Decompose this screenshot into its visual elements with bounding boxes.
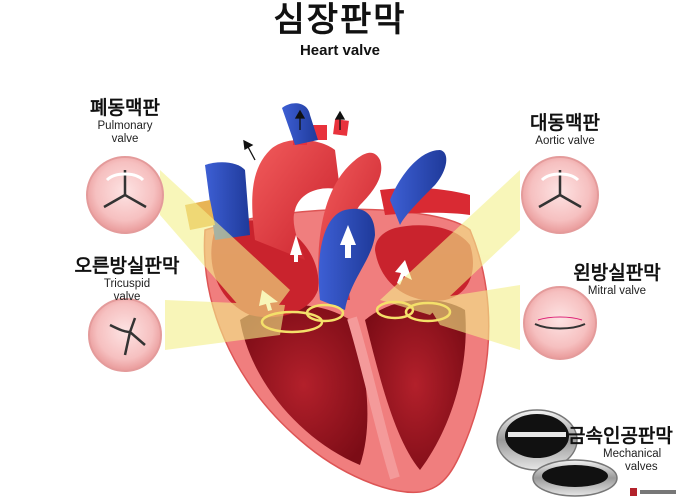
mitral-label-korean: 왼방실판막 <box>573 262 661 284</box>
right-ventricle <box>240 305 368 465</box>
mechanical-label-korean: 금속인공판막 <box>568 425 673 447</box>
blue-vessel-right <box>390 150 447 225</box>
title-english: Heart valve <box>299 42 381 59</box>
pulmonary-label-korean: 폐동맥판 <box>90 97 160 119</box>
tricuspid-label-korean: 오른방실판막 <box>74 255 180 277</box>
yellow-beams <box>160 170 520 350</box>
mechanical-label-english-2: valves <box>625 461 658 473</box>
septum <box>347 316 400 480</box>
aortic-label-english: Aortic valve <box>535 135 595 147</box>
pulmonary-valve-icon <box>86 156 164 234</box>
mitral-valve-icon <box>523 286 597 360</box>
pulmonary-artery <box>252 139 340 260</box>
mechanical-label-english-1: Mechanical <box>603 448 662 460</box>
aortic-label-korean: 대동맥판 <box>530 112 600 134</box>
superior-vena-cava <box>205 162 250 240</box>
pulmonary-label-english-1: Pulmonary <box>97 120 153 132</box>
pulmonary-label-english-2: valve <box>111 133 139 145</box>
mechanical-valve-icon <box>496 409 618 497</box>
blue-vessel-center <box>318 208 375 310</box>
mitral-label-english: Mitral valve <box>587 285 647 297</box>
title-korean: 심장판막 <box>273 0 407 40</box>
flow-arrows-top <box>243 109 346 161</box>
valve-rings <box>260 300 452 334</box>
aortic-valve-icon <box>521 156 599 234</box>
tricuspid-label-english-1: Tricuspid <box>103 278 151 290</box>
logo-text-bar <box>640 490 676 494</box>
logo-mark <box>630 488 637 496</box>
tricuspid-valve-icon <box>88 298 162 372</box>
left-ventricle <box>365 299 466 470</box>
tricuspid-label-english-2: valve <box>113 291 141 303</box>
